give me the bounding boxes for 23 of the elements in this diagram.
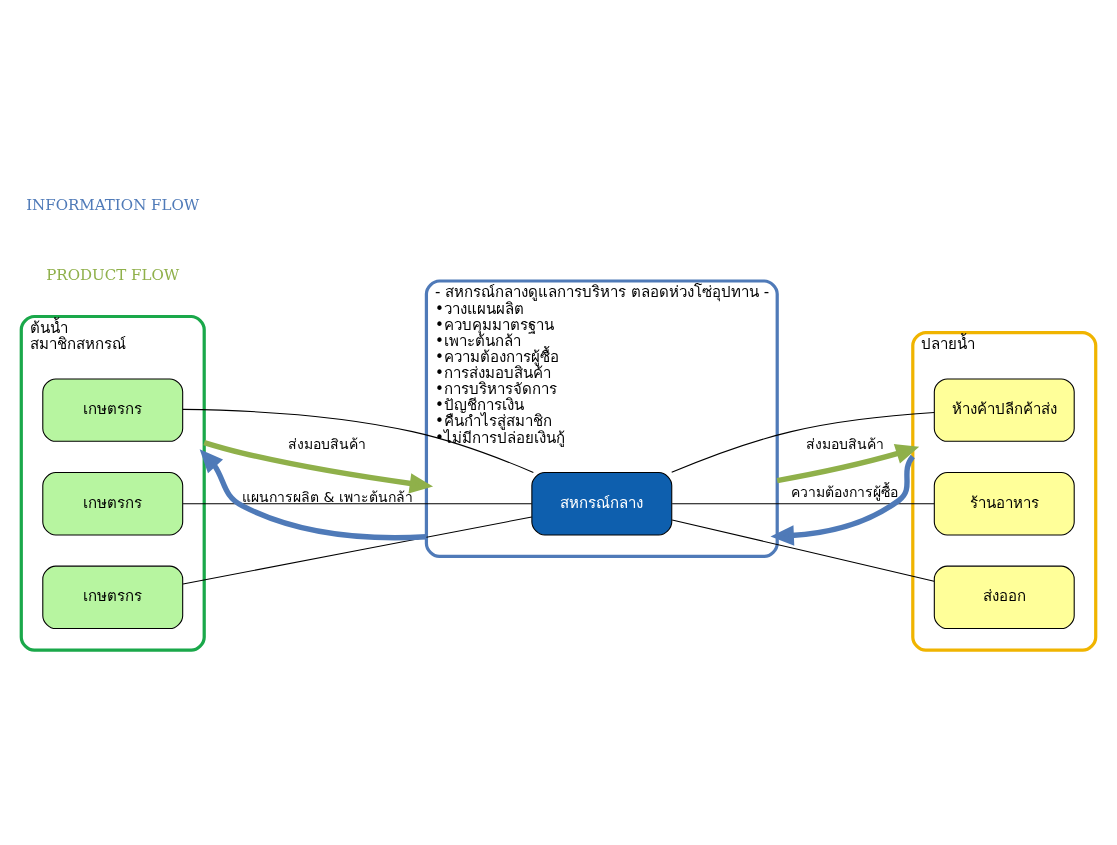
- connector: [182, 408, 534, 473]
- label: PRODUCT FLOW: [46, 265, 180, 284]
- node-box: เกษตรกร: [42, 378, 184, 442]
- edge-label: แผนการผลิต & เพาะต้นกล้า: [242, 489, 413, 506]
- connector: [671, 411, 935, 473]
- connector: [671, 519, 935, 582]
- arrow: [203, 440, 434, 494]
- arrow: [776, 444, 920, 484]
- node-box: เกษตรกร: [42, 565, 184, 630]
- arrow: [770, 454, 915, 546]
- label: INFORMATION FLOW: [26, 195, 200, 214]
- edge-label: ความต้องการผู้ซื้อ: [791, 483, 899, 500]
- node-box: เกษตรกร: [42, 472, 184, 536]
- node-box: ห้างค้าปลีกค้าส่ง: [933, 378, 1075, 442]
- arrow: [199, 449, 427, 541]
- node-box: สหกรณ์กลาง: [531, 472, 673, 536]
- connector: [182, 503, 533, 505]
- node-box: ส่งออก: [933, 565, 1075, 630]
- connector: [182, 516, 533, 585]
- connector: [671, 503, 935, 505]
- edge-label: ส่งมอบสินค้า: [806, 436, 884, 453]
- edge-label: ส่งมอบสินค้า: [288, 436, 367, 453]
- node-box: ร้านอาหาร: [933, 472, 1075, 536]
